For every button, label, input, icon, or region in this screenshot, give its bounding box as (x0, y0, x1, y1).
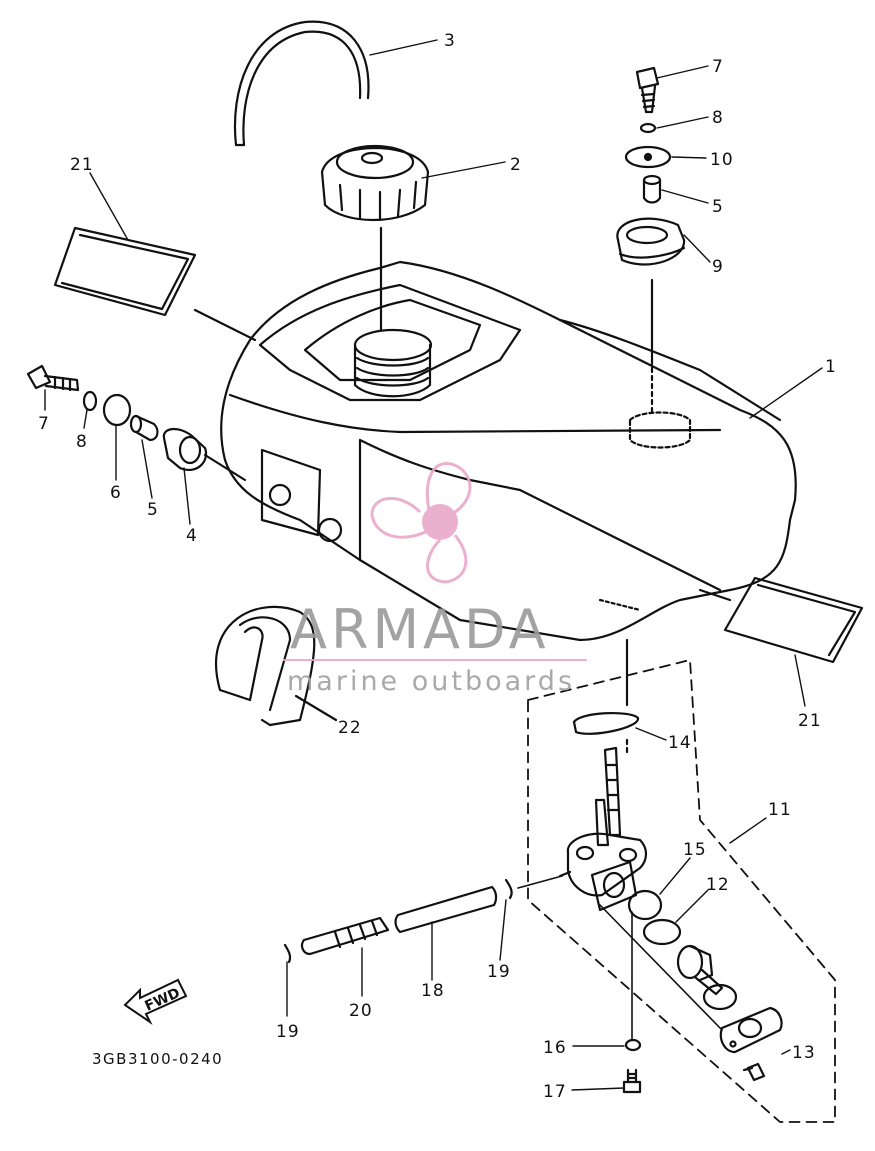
callout-21-right: 21 (798, 711, 822, 731)
hose-clip-right (504, 878, 513, 900)
drain-screw (622, 1068, 642, 1094)
flat-washer-right (624, 145, 672, 169)
cover-plate (719, 1006, 783, 1054)
cover-plate-hole (737, 1017, 763, 1039)
callout-19-left: 19 (276, 1022, 300, 1042)
callout-4: 4 (186, 526, 198, 546)
grommet-left (162, 428, 208, 471)
label-sticker-left (53, 226, 197, 317)
callout-13: 13 (792, 1043, 816, 1063)
filter-cup (627, 889, 663, 921)
callout-16: 16 (543, 1038, 567, 1058)
hose-clip-left (283, 943, 292, 964)
breather-hose (233, 20, 370, 147)
callout-5-left: 5 (147, 500, 159, 520)
callout-8-left: 8 (76, 432, 88, 452)
pad-leader (294, 694, 338, 722)
direction-label: FWD (142, 985, 182, 1015)
callout-22: 22 (338, 718, 362, 738)
hose-leader (517, 875, 563, 889)
flat-washer-left (102, 393, 132, 427)
fuel-cock (558, 746, 648, 912)
callout-19-right: 19 (487, 962, 511, 982)
lock-washer-right (639, 122, 657, 134)
fuel-tank (193, 260, 797, 642)
fuel-cock-assembly-boundary (527, 659, 836, 1123)
callout-12: 12 (706, 875, 730, 895)
callout-11: 11 (768, 800, 792, 820)
armada-watermark: ARMADA marine outboards (283, 462, 587, 697)
forward-direction-arrow: FWD (123, 978, 188, 1025)
gasket (572, 711, 640, 735)
label-sticker-right-inner (756, 583, 857, 657)
cover-plate-screw-hole (729, 1040, 737, 1048)
label-sticker-left-inner (60, 233, 190, 311)
propeller-logo (370, 462, 472, 584)
callout-9: 9 (712, 257, 724, 277)
collar-left (129, 414, 159, 442)
callout-20: 20 (349, 1001, 373, 1021)
fuel-joint (300, 916, 390, 956)
callout-7-left: 7 (38, 414, 50, 434)
callout-8-right: 8 (712, 108, 724, 128)
callout-17: 17 (543, 1082, 567, 1102)
callout-21-left: 21 (70, 155, 94, 175)
mount-bolt-left (26, 364, 80, 392)
collar-right (642, 174, 662, 204)
u-shaped-pad (214, 605, 316, 727)
o-ring (642, 918, 682, 946)
fuel-cock-lever (676, 944, 738, 1011)
callout-1: 1 (825, 357, 837, 377)
callout-2: 2 (510, 155, 522, 175)
callout-3: 3 (444, 31, 456, 51)
callout-5-right: 5 (712, 197, 724, 217)
drawing-code: 3GB3100-0240 (92, 1050, 223, 1068)
part-number-labels: 3 2 1 7 8 10 5 9 21 7 8 6 5 4 22 21 14 1… (38, 31, 837, 1102)
fuel-hose (394, 885, 498, 934)
callout-leaders (44, 39, 823, 1091)
mount-bolt-right (635, 66, 660, 114)
watermark-brand: ARMADA (290, 598, 550, 661)
fuel-cap (320, 144, 430, 222)
mount-leader-left (203, 453, 247, 482)
fuel-joint-ribs (333, 919, 379, 949)
label-sticker-right (723, 576, 864, 664)
watermark-tagline: marine outboards (287, 666, 575, 697)
callout-18: 18 (421, 981, 445, 1001)
callout-7-right: 7 (712, 57, 724, 77)
washer-small (624, 1038, 642, 1052)
lock-washer-left (82, 390, 98, 412)
callout-15: 15 (683, 840, 707, 860)
callout-6: 6 (110, 483, 122, 503)
callout-14: 14 (668, 733, 692, 753)
callout-10: 10 (710, 150, 734, 170)
flat-washer-right-hole (643, 152, 653, 162)
plate-screw (742, 1062, 766, 1082)
assembly-axis (599, 904, 723, 1031)
rubber-damper-right (616, 217, 686, 266)
